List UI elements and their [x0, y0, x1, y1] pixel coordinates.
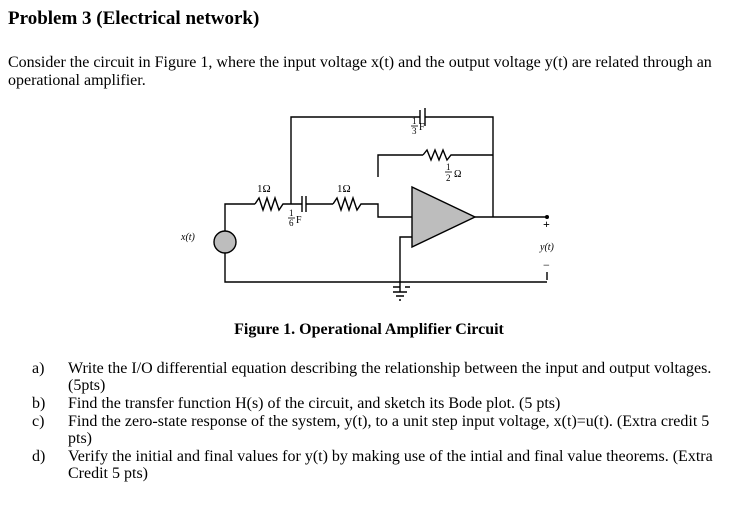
output-label: y(t) — [539, 242, 555, 253]
capacitor-c2 — [419, 108, 437, 126]
question-text: Find the transfer function H(s) of the c… — [68, 395, 561, 412]
svg-text:1: 1 — [446, 162, 451, 172]
problem-intro: Consider the circuit in Figure 1, where … — [8, 54, 712, 89]
question-item: d) Verify the initial and final values f… — [32, 448, 732, 482]
svg-text:F: F — [419, 122, 425, 133]
question-label: c) — [32, 413, 45, 430]
output-plus: + — [543, 217, 550, 231]
c2-label: 1 3 F — [411, 116, 425, 136]
figure-caption: Figure 1. Operational Amplifier Circuit — [234, 321, 504, 338]
question-label: d) — [32, 448, 46, 465]
resistor-r2 — [332, 195, 412, 218]
input-label: x(t) — [180, 232, 196, 243]
question-item: c) Find the zero-state response of the s… — [32, 413, 732, 447]
question-text: Find the zero-state response of the syst… — [68, 413, 710, 447]
svg-text:1: 1 — [412, 116, 417, 126]
svg-text:F: F — [296, 215, 302, 226]
svg-text:Ω: Ω — [454, 169, 461, 180]
circuit-figure: x(t) y(t) + − 1Ω 1Ω 1 6 F 1 3 F 1 2 Ω — [180, 108, 555, 301]
question-item: a) Write the I/O differential equation d… — [32, 360, 732, 394]
op-amp-ground-wire — [393, 236, 412, 288]
problem-title: Problem 3 (Electrical network) — [8, 8, 260, 29]
svg-text:1: 1 — [289, 208, 294, 218]
feedback-wire — [290, 116, 494, 212]
svg-text:2: 2 — [446, 173, 451, 183]
question-text: Verify the initial and final values for … — [68, 448, 713, 482]
svg-text:6: 6 — [289, 218, 294, 228]
question-label: b) — [32, 395, 46, 412]
ground-symbol — [393, 287, 407, 301]
r1-label: 1Ω — [257, 183, 271, 195]
output-terminal-plus — [545, 215, 549, 219]
r3-label: 1 2 Ω — [445, 162, 461, 183]
voltage-source — [213, 230, 237, 254]
c1-label: 1 6 F — [288, 208, 302, 228]
op-amp — [411, 185, 477, 249]
question-item: b) Find the transfer function H(s) of th… — [32, 395, 732, 412]
return-wire — [224, 252, 547, 283]
question-list: a) Write the I/O differential equation d… — [32, 360, 732, 483]
svg-text:3: 3 — [412, 126, 417, 136]
question-text: Write the I/O differential equation desc… — [68, 360, 712, 394]
capacitor-c1 — [299, 196, 333, 212]
op-amp-output — [475, 212, 547, 218]
r2-label: 1Ω — [337, 183, 351, 195]
resistor-r3 — [377, 148, 493, 177]
question-label: a) — [32, 360, 45, 377]
output-minus: − — [543, 258, 550, 272]
resistor-r1 — [254, 195, 299, 213]
input-wire — [224, 203, 255, 232]
